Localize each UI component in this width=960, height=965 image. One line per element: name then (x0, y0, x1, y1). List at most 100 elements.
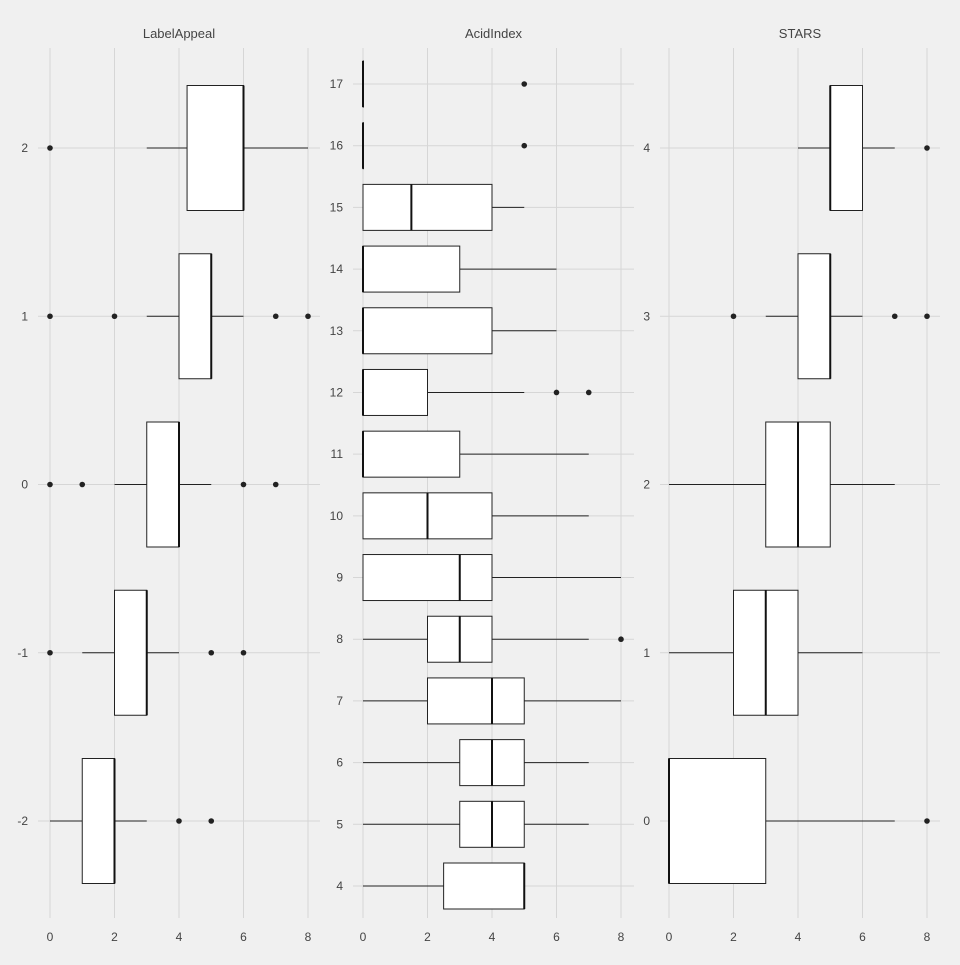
box-iqr (362, 245, 461, 293)
x-tick-label: 4 (176, 930, 183, 944)
box-9 (362, 554, 621, 602)
y-tick-label: 5 (336, 817, 343, 831)
outlier-point (618, 636, 624, 643)
box-iqr (178, 253, 212, 380)
x-tick-label: 0 (666, 930, 673, 944)
y-tick-label: 10 (330, 509, 344, 523)
y-tick-label: 4 (336, 879, 343, 893)
panel-title: STARS (779, 26, 822, 41)
panel-title: LabelAppeal (143, 26, 215, 41)
outlier-point (176, 818, 182, 824)
outlier-point (891, 313, 898, 320)
box-7 (363, 677, 621, 725)
box-17 (362, 60, 528, 108)
box-iqr (81, 758, 115, 884)
y-tick-label: 12 (330, 385, 344, 399)
y-tick-label: 6 (336, 756, 343, 770)
x-tick-label: 8 (618, 930, 625, 944)
panel-title: AcidIndex (465, 26, 523, 41)
y-tick-label: 1 (643, 646, 650, 660)
box-iqr (186, 85, 244, 211)
outlier-point (924, 313, 930, 320)
y-tick-label: 9 (336, 571, 343, 585)
outlier-point (111, 313, 118, 320)
y-tick-label: 2 (643, 478, 650, 492)
box-3 (730, 253, 930, 380)
box-5 (363, 800, 589, 848)
outlier-point (924, 145, 930, 151)
y-tick-label: 13 (330, 324, 344, 338)
x-tick-label: 2 (730, 930, 737, 944)
box-iqr (797, 253, 831, 380)
outlier-point (272, 481, 279, 488)
x-tick-label: 4 (795, 930, 802, 944)
outlier-point (553, 389, 560, 396)
outlier-point (208, 649, 215, 656)
outlier-point (79, 481, 86, 488)
outlier-point (272, 313, 279, 320)
box-4 (363, 862, 526, 910)
box-13 (362, 307, 557, 355)
box-0 (47, 421, 279, 548)
box-1 (47, 253, 311, 380)
outlier-point (521, 81, 528, 87)
box-iqr (362, 368, 428, 416)
box-2 (669, 421, 895, 548)
outlier-point (305, 313, 311, 320)
box-iqr (443, 862, 525, 910)
box--2 (50, 758, 215, 884)
box-8 (363, 615, 624, 663)
box--1 (47, 589, 247, 716)
box-iqr (362, 430, 461, 478)
box-iqr (362, 183, 493, 231)
outlier-point (208, 818, 215, 824)
box-iqr (114, 589, 148, 716)
y-tick-label: 3 (643, 309, 650, 323)
box-10 (362, 492, 589, 540)
x-tick-label: 6 (553, 930, 560, 944)
outlier-point (47, 313, 53, 320)
y-tick-label: 16 (330, 139, 344, 153)
box-0 (668, 758, 930, 884)
y-tick-label: -1 (17, 646, 28, 660)
y-tick-label: 0 (21, 478, 28, 492)
y-tick-label: 7 (336, 694, 343, 708)
box-12 (362, 368, 592, 416)
x-tick-label: 8 (924, 930, 931, 944)
box-4 (798, 85, 930, 211)
x-tick-label: 6 (240, 930, 247, 944)
outlier-point (924, 818, 930, 824)
x-tick-label: 8 (305, 930, 312, 944)
outlier-point (240, 649, 247, 656)
x-tick-label: 0 (360, 930, 367, 944)
y-tick-label: 1 (21, 309, 28, 323)
x-tick-label: 4 (489, 930, 496, 944)
y-tick-label: 17 (330, 77, 344, 91)
box-iqr (362, 307, 493, 355)
y-tick-label: 0 (643, 814, 650, 828)
y-tick-label: 11 (331, 447, 344, 461)
y-tick-label: 4 (643, 141, 650, 155)
y-tick-label: -2 (17, 814, 28, 828)
x-tick-label: 6 (859, 930, 866, 944)
y-tick-label: 15 (330, 200, 344, 214)
box-11 (362, 430, 589, 478)
box-iqr (362, 554, 493, 602)
box-15 (362, 183, 525, 231)
x-tick-label: 0 (47, 930, 54, 944)
y-tick-label: 2 (21, 141, 28, 155)
box-6 (363, 739, 589, 787)
outlier-point (240, 481, 247, 488)
x-tick-label: 2 (111, 930, 118, 944)
box-iqr (668, 758, 767, 884)
panel-stars: 0 2 4 6 8 0 1 2 3 4 STARS (643, 26, 940, 944)
box-16 (362, 122, 528, 170)
outlier-point (47, 145, 53, 151)
outlier-point (730, 313, 737, 320)
x-tick-label: 2 (424, 930, 431, 944)
box-iqr (829, 85, 863, 211)
y-tick-label: 8 (336, 632, 343, 646)
